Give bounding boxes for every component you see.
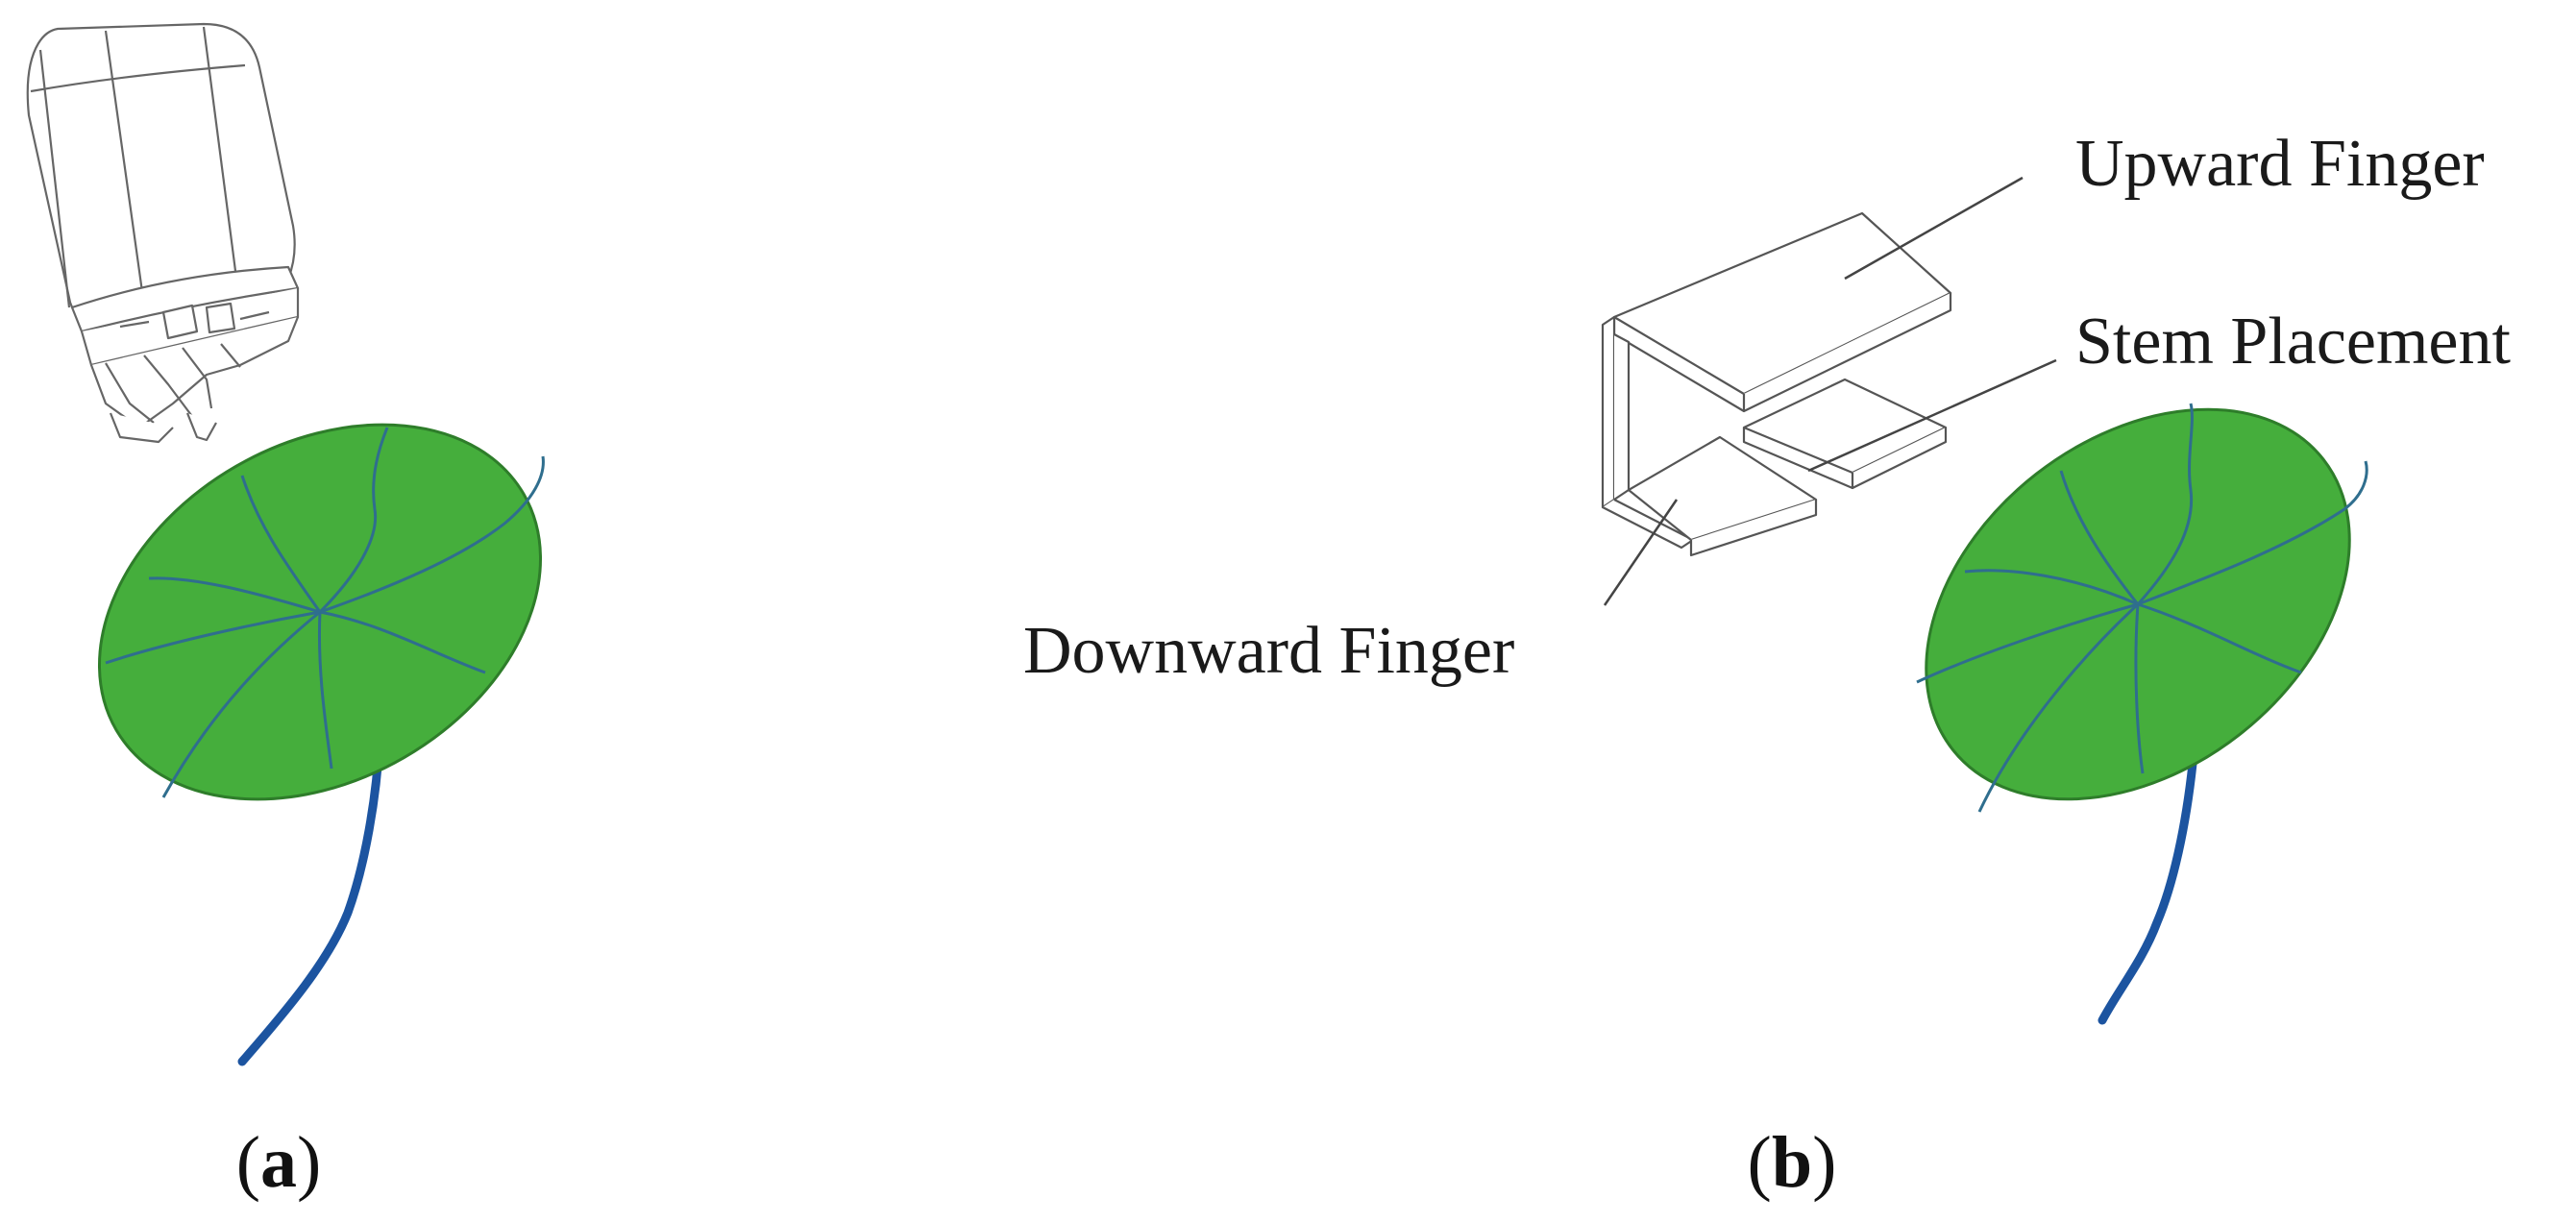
panel-b: Upward Finger Stem Placement Downward Fi… <box>1023 127 2512 1203</box>
leader-stem-placement <box>1807 358 2057 473</box>
panel-a-letter: a <box>260 1122 297 1203</box>
panel-label-b: (b) <box>1748 1122 1837 1203</box>
label-downward-finger: Downward Finger <box>1023 614 1514 688</box>
leader-downward-finger <box>1603 499 1679 606</box>
finger-back-wall <box>1601 315 1616 509</box>
callout-leader-lines <box>1603 176 2057 606</box>
panel-a: (a) <box>26 22 545 1203</box>
upward-finger-plate <box>1612 211 1952 396</box>
leaf-b-veins <box>1916 403 2368 813</box>
label-upward-finger: Upward Finger <box>2075 127 2485 201</box>
panel-b-letter: b <box>1772 1122 1812 1203</box>
leader-upward-finger <box>1844 176 2024 281</box>
label-stem-placement: Stem Placement <box>2075 305 2512 379</box>
panel-b-open-paren: ( <box>1748 1122 1772 1203</box>
stem-a <box>237 735 384 1066</box>
leaf-b <box>1916 403 2368 813</box>
stem-b <box>2098 759 2197 1025</box>
finger-assembly <box>1601 211 1952 557</box>
leaf-a-veins <box>105 427 545 798</box>
leaf-a <box>97 423 545 801</box>
gripper-illustration <box>26 22 300 444</box>
panel-a-open-paren: ( <box>236 1122 260 1203</box>
panel-b-close-paren: ) <box>1812 1122 1836 1203</box>
panel-a-close-paren: ) <box>297 1122 321 1203</box>
panel-label-a: (a) <box>236 1122 322 1203</box>
